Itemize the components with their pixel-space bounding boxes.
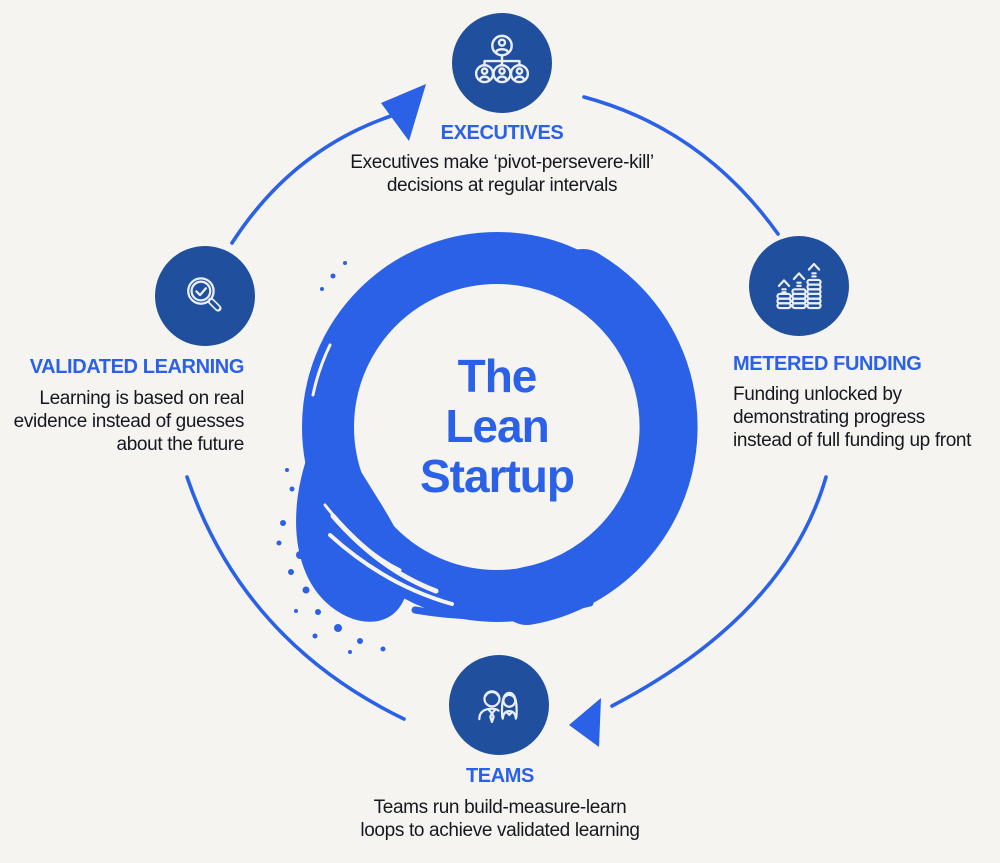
- center-title-line: Startup: [420, 450, 575, 502]
- description-line: evidence instead of guesses: [13, 411, 245, 432]
- metered-funding-label: METERED FUNDING: [733, 353, 922, 375]
- teams-node-circle: [449, 655, 549, 755]
- arc-executives-to-funding: [582, 95, 780, 236]
- arc-teams-to-validated: [185, 475, 406, 721]
- teams-label: TEAMS: [465, 765, 534, 787]
- team-people-icon: [478, 690, 518, 723]
- enso-bottom-tail: [411, 599, 594, 620]
- description-line: about the future: [116, 434, 244, 455]
- cycle-arcs: [185, 84, 828, 747]
- description-line: decisions at regular intervals: [386, 175, 618, 196]
- metered-funding-node-circle: [749, 236, 849, 336]
- enso-right-thickening: [498, 249, 698, 625]
- description-line: Learning is based on real: [39, 388, 244, 409]
- center-title-line: The: [457, 350, 538, 402]
- executives-node-circle: [452, 13, 552, 113]
- brush-streak: [311, 343, 332, 397]
- arrowhead-into-executives-icon: [381, 84, 426, 141]
- executives-label: EXECUTIVES: [440, 122, 564, 144]
- brush-streak: [323, 503, 402, 572]
- validated-learning-label: VALIDATED LEARNING: [29, 356, 245, 378]
- arc-funding-to-teams: [610, 475, 828, 708]
- validated-learning-node-circle: [155, 246, 255, 346]
- brush-streak: [328, 533, 454, 606]
- enso-brush-circle: [276, 232, 698, 654]
- org-chart-icon: [474, 34, 530, 84]
- coin-stacks-growth-icon: [776, 262, 822, 310]
- description-line: Executives make ‘pivot-persevere-kill’: [350, 152, 654, 173]
- arrowhead-into-teams-icon: [569, 698, 601, 747]
- description-line: loops to achieve validated learning: [360, 820, 640, 841]
- magnifier-check-icon: [187, 277, 222, 312]
- description-line: Funding unlocked by: [733, 384, 902, 405]
- center-title: The Lean Startup: [347, 351, 647, 501]
- ink-splatter: [276, 261, 386, 654]
- center-title-line: Lean: [445, 400, 549, 452]
- description-line: demonstrating progress: [733, 407, 925, 428]
- description-line: Teams run build-measure-learn: [373, 797, 627, 818]
- executives-description: Executives make ‘pivot-persevere-kill’ d…: [322, 151, 682, 197]
- arc-validated-to-executives: [230, 114, 393, 245]
- teams-description: Teams run build-measure-learn loops to a…: [300, 796, 700, 842]
- validated-learning-description: Learning is based on real evidence inste…: [0, 387, 245, 456]
- description-line: instead of full funding up front: [733, 430, 972, 451]
- metered-funding-description: Funding unlocked by demonstrating progre…: [733, 383, 983, 452]
